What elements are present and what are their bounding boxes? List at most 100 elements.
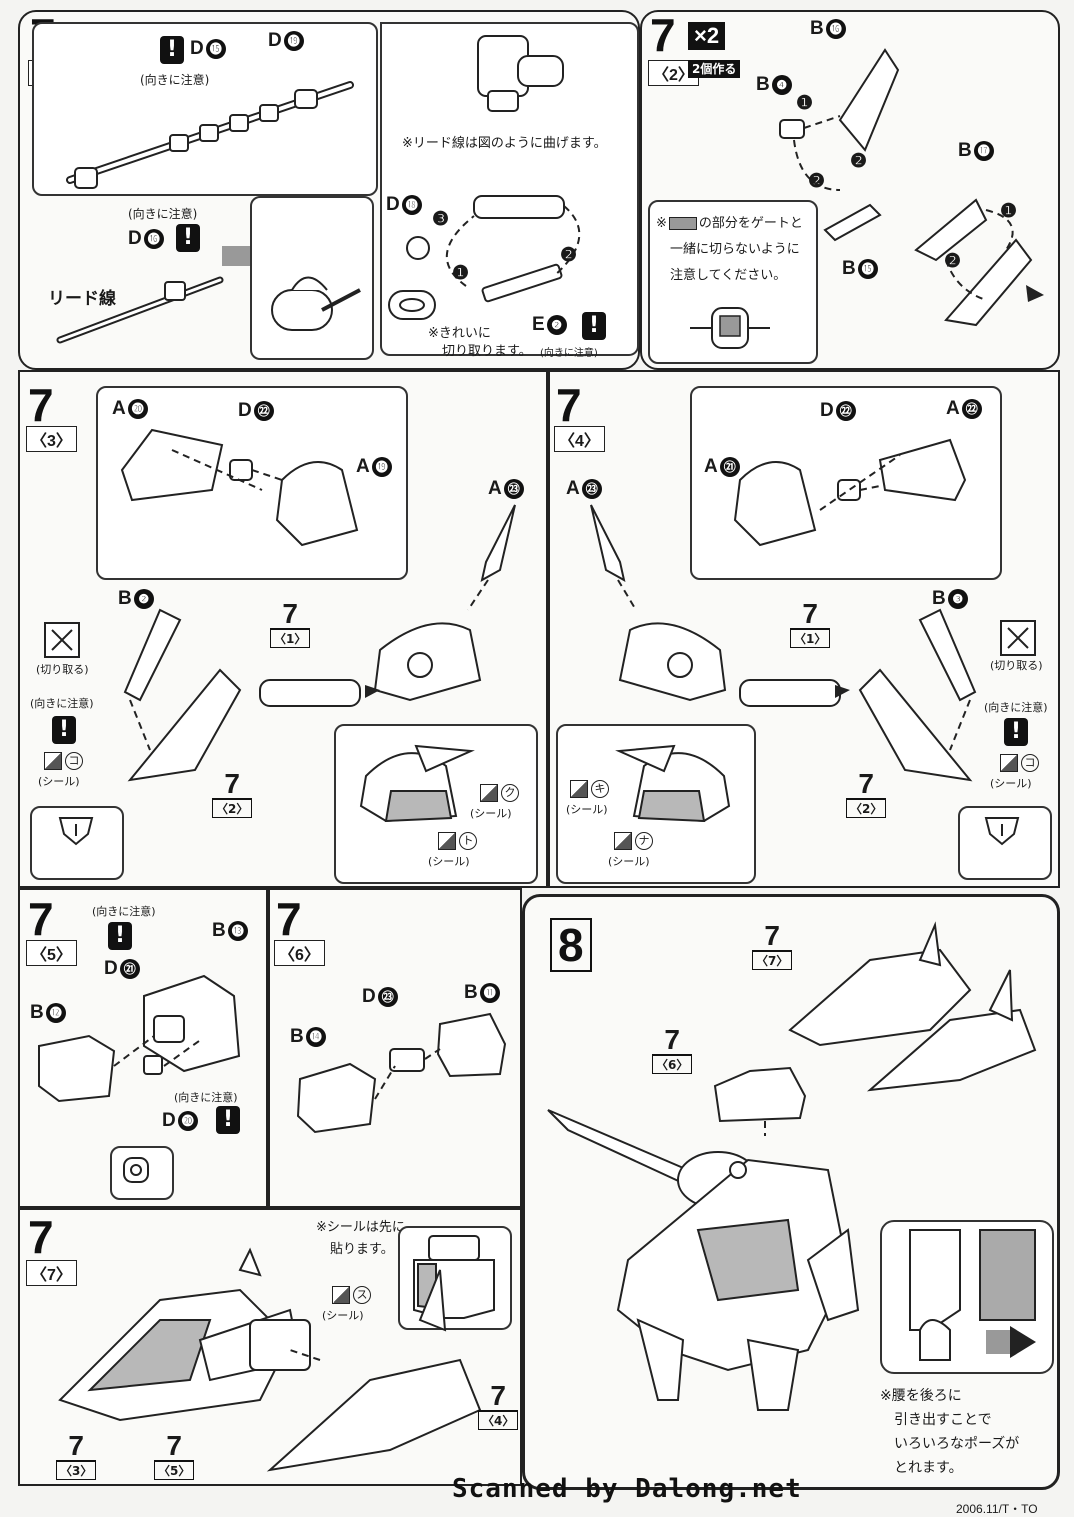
ref-step-7-4: 7〈4〉: [478, 1382, 519, 1430]
gate-note-2: 一緒に切らないように: [670, 242, 800, 257]
warning-icon: !: [582, 312, 606, 340]
seal-note: (シール): [566, 803, 608, 816]
sticker-su: ス: [332, 1286, 371, 1304]
direction-note: (向きに注意): [92, 905, 156, 918]
wire-rod-drawing: [66, 81, 354, 189]
ref-step-7-7: 7〈7〉: [752, 922, 793, 970]
lead-wire-label: リード線: [48, 289, 116, 308]
waist-note-2: 引き出すことで: [894, 1412, 992, 1428]
ref-step-7-5: 7〈5〉: [154, 1432, 195, 1480]
final-mobile-armor-drawing: [547, 1109, 860, 1411]
warning-icon: !: [1004, 718, 1028, 746]
step-number: 8: [550, 918, 592, 972]
sticker-ko: コ: [44, 752, 83, 770]
head-wing-drawing-right: [858, 608, 977, 782]
spike-part-drawing-right: [590, 504, 637, 611]
step-number: 7: [276, 893, 302, 945]
direction-note-e2: (向きに注意): [540, 348, 598, 359]
seal-first-note-2: 貼ります。: [330, 1242, 394, 1257]
direction-note-d16: (向きに注意): [128, 207, 198, 221]
final-legs-drawing: [788, 921, 1037, 1092]
sticker-ku: ク: [480, 784, 519, 802]
wing-assembly-drawing: [914, 198, 1044, 327]
make-two-badge: 2個作る: [688, 60, 741, 78]
gate-note-1: ※の部分をゲートと: [656, 216, 803, 231]
shoulder-sticker-drawing-right: [615, 744, 731, 823]
hip-block-drawing: [713, 1066, 807, 1136]
warning-icon: !: [108, 922, 132, 950]
cut-tool-icon: [44, 622, 80, 658]
seal-note: (シール): [608, 855, 650, 868]
step-number: 7: [28, 893, 54, 945]
warning-icon: !: [160, 36, 184, 64]
waist-note-1: ※腰を後ろに: [880, 1388, 962, 1404]
cannon-part-drawing: [477, 35, 564, 112]
gate-note-3: 注意してください。: [670, 268, 787, 283]
ref-step-7-1: 7〈1〉: [790, 600, 831, 648]
shoulder-parts-drawing-left: [120, 428, 359, 547]
direction-note: (向きに注意): [140, 73, 210, 87]
print-date: 2006.11/T・TO: [956, 1502, 1038, 1516]
waist-parts-drawing: [38, 974, 241, 1103]
shoulder-sticker-drawing-left: [359, 744, 475, 823]
clean-cut-note-1: ※きれいに: [428, 326, 491, 341]
gate-detail-drawing: [690, 307, 770, 349]
step-number: 7: [650, 9, 676, 61]
seal-note: (シール): [322, 1309, 364, 1322]
wire-assembly-drawing-right: [618, 622, 850, 707]
step-number: 7: [28, 379, 54, 431]
seal-note: (シール): [428, 855, 470, 868]
cut-tool-icon: [1000, 620, 1036, 656]
waist-detail-drawing: [909, 1229, 1036, 1361]
step-badge-2: ❷: [944, 251, 962, 272]
ref-step-7-2: 7〈2〉: [212, 770, 253, 818]
warning-icon: !: [216, 1106, 240, 1134]
step-badge-1: ❶: [452, 263, 470, 284]
ref-step-7-6: 7〈6〉: [652, 1026, 693, 1074]
spike-part-drawing-left: [467, 504, 516, 611]
bent-wire-drawing: [406, 195, 581, 303]
waist-note-4: とれます。: [894, 1460, 963, 1476]
step-number: 7: [556, 379, 582, 431]
step-badge-2: ❷: [808, 171, 826, 192]
multiplier-badge: ×2: [688, 22, 726, 50]
wire-clip-drawing: [271, 276, 361, 331]
seal-first-note-1: ※シールは先に: [316, 1220, 405, 1235]
substep-label: 〈6〉: [274, 940, 325, 966]
lead-wire-drawing: [56, 276, 224, 344]
step-number: 7: [28, 1211, 54, 1263]
substep-label: 〈4〉: [554, 426, 605, 452]
ref-step-7-3: 7〈3〉: [56, 1432, 97, 1480]
substep-label: 〈5〉: [26, 940, 77, 966]
leg-assembly-drawing: [58, 1247, 482, 1472]
d20-detail-drawing: [123, 1157, 149, 1183]
step-badge-2: ❷: [560, 245, 578, 266]
wing-part-drawing: [779, 48, 900, 242]
warning-icon: !: [176, 224, 200, 252]
sticker-ko: コ: [1000, 754, 1039, 772]
wire-assembly-drawing-left: [259, 622, 482, 707]
shoulder-parts-drawing-right: [733, 438, 967, 547]
cut-note: (切り取る): [990, 659, 1043, 672]
step-badge-1: ❶: [1000, 201, 1018, 222]
direction-note: (向きに注意): [984, 701, 1048, 714]
